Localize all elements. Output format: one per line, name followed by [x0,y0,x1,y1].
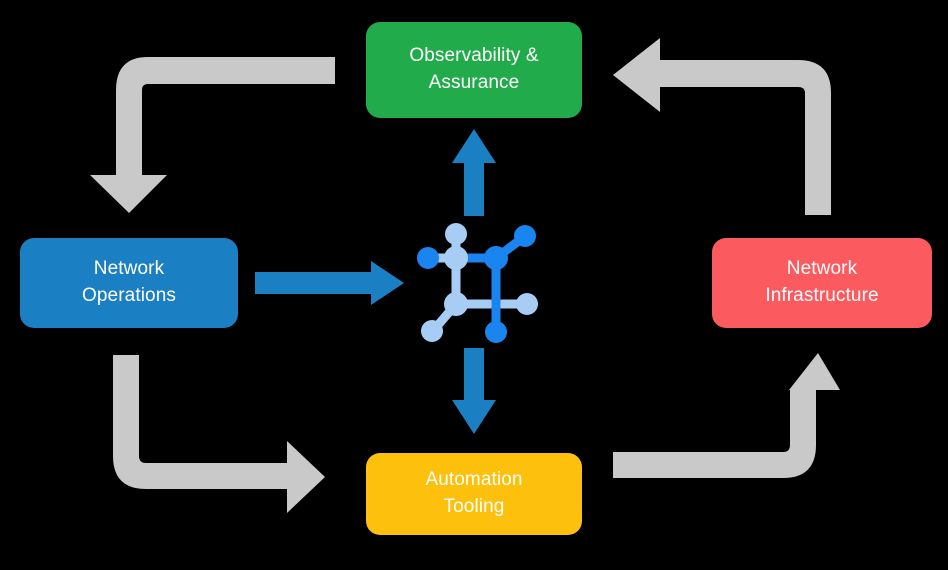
node-box-observability[interactable]: Observability & Assurance [366,22,582,118]
blue-arrow-operations-to-center [255,261,404,305]
gray-arrow-infrastructure-to-observability [613,38,831,215]
network-topology-icon [417,223,538,343]
blue-arrow-center-to-observability [452,129,496,216]
network-icon-light-nodes [421,223,538,342]
gray-arrow-automation-to-infrastructure [613,353,840,478]
gray-arrow-operations-to-automation [113,355,325,513]
node-box-automation-tooling[interactable]: Automation Tooling [366,453,582,535]
node-box-network-infrastructure[interactable]: Network Infrastructure [712,238,932,328]
gray-arrow-observability-to-operations [90,57,335,213]
blue-arrow-center-to-automation [452,348,496,434]
network-icon-dark-nodes [417,225,536,343]
node-box-network-operations[interactable]: Network Operations [20,238,238,328]
